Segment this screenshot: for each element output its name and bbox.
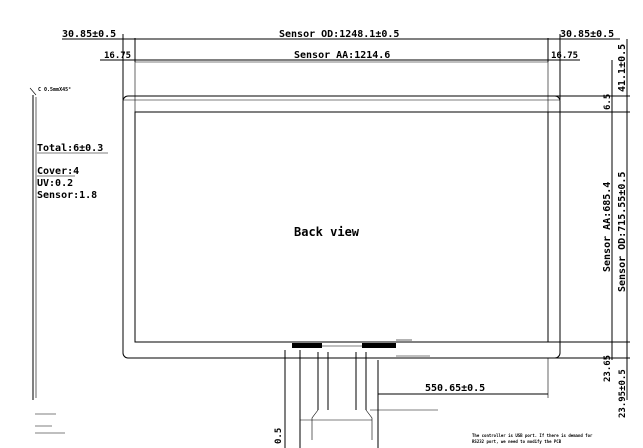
bottom-tolerance-dim: 0.5 bbox=[274, 428, 284, 444]
sensor-od-height-dim: Sensor OD:715.55±0.5 bbox=[617, 172, 628, 292]
stack-sensor: Sensor:1.8 bbox=[37, 190, 97, 201]
fpc-tail bbox=[284, 339, 549, 448]
back-view-label: Back view bbox=[294, 225, 360, 239]
aa-offset-left-dim: 16.75 bbox=[104, 51, 131, 61]
right-dimension-lines bbox=[548, 39, 630, 400]
bottom-offset-1-dim: 23.65 bbox=[603, 355, 613, 382]
stack-total: Total:6±0.3 bbox=[37, 143, 103, 154]
side-view-profile bbox=[29, 87, 37, 400]
sensor-od-width-dim: Sensor OD:1248.1±0.5 bbox=[279, 29, 399, 40]
tail-length-dim: 550.65±0.5 bbox=[425, 383, 485, 394]
side-view-detail-notes bbox=[35, 413, 65, 434]
stack-cover: Cover:4 bbox=[37, 166, 79, 177]
top-right-height-dim: 41.1±0.5 bbox=[617, 44, 628, 92]
sensor-aa-height-dim: Sensor AA:685.4 bbox=[602, 182, 613, 272]
small-offset-dim: 6.5 bbox=[603, 94, 613, 110]
stack-uv: UV:0.2 bbox=[37, 178, 73, 189]
aa-offset-right-dim: 16.75 bbox=[551, 51, 578, 61]
bottom-offset-2-dim: 23.95±0.5 bbox=[618, 369, 628, 418]
controller-note-line1: The controller is USB port. If there is … bbox=[472, 433, 593, 438]
sensor-aa-width-dim: Sensor AA:1214.6 bbox=[294, 50, 390, 61]
chamfer-note: C 0.5mmX45° bbox=[38, 87, 71, 93]
right-margin-dim: 30.85±0.5 bbox=[560, 29, 614, 40]
controller-note-line2: RS232 port, we need to modify the PCB bbox=[472, 439, 562, 444]
top-dimension-lines bbox=[62, 34, 620, 100]
panel-outline bbox=[122, 60, 561, 359]
left-margin-dim: 30.85±0.5 bbox=[62, 29, 116, 40]
